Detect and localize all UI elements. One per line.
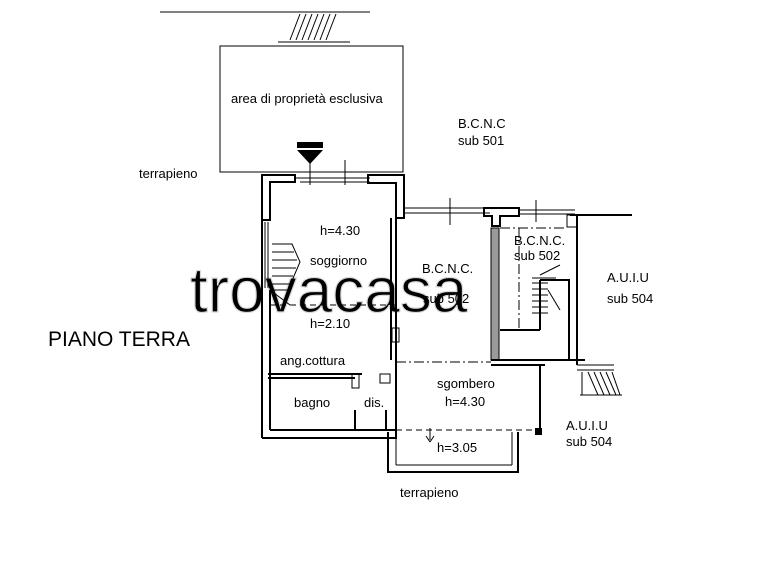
embankment-left-label: terrapieno — [139, 166, 198, 181]
auiu-right-label: A.U.I.U — [607, 270, 649, 285]
bcnc-small-sub: sub 502 — [514, 248, 560, 263]
bcnc-center-label: B.C.N.C. — [422, 261, 473, 276]
bcnc-walls — [396, 198, 632, 366]
kitchen-label: ang.cottura — [280, 353, 346, 368]
bcnc-center-sub: sub 502 — [423, 291, 469, 306]
bcnc-small-label: B.C.N.C. — [514, 233, 565, 248]
storage-height-low-label: h=3.05 — [437, 440, 477, 455]
top-boundary — [160, 11, 370, 43]
floor-title: PIANO TERRA — [48, 328, 190, 351]
bcnc-top-label: B.C.N.C — [458, 116, 506, 131]
embankment-bottom-label: terrapieno — [400, 485, 459, 500]
living-height-label: h=4.30 — [320, 223, 360, 238]
storage-label: sgombero — [437, 376, 495, 391]
auiu-bottom-sub: sub 504 — [566, 434, 612, 449]
hallway-label: dis. — [364, 395, 384, 410]
exclusive-area-label: area di proprietà esclusiva — [231, 91, 384, 106]
watermark-text: trovacasa — [190, 254, 468, 326]
storage-walls — [387, 365, 542, 473]
apartment-walls — [261, 160, 405, 439]
bathroom-label: bagno — [294, 395, 330, 410]
auiu-bottom-label: A.U.I.U — [566, 418, 608, 433]
auiu-right-sub: sub 504 — [607, 291, 653, 306]
exclusive-area-outline — [219, 45, 404, 173]
storage-height-label: h=4.30 — [445, 394, 485, 409]
internal-staircase — [269, 243, 301, 306]
living-height-low-label: h=2.10 — [310, 316, 350, 331]
bcnc-top-sub: sub 501 — [458, 133, 504, 148]
right-staircase — [577, 364, 622, 396]
entrance-arrow-icon — [297, 142, 323, 164]
living-room-label: soggiorno — [310, 253, 367, 268]
